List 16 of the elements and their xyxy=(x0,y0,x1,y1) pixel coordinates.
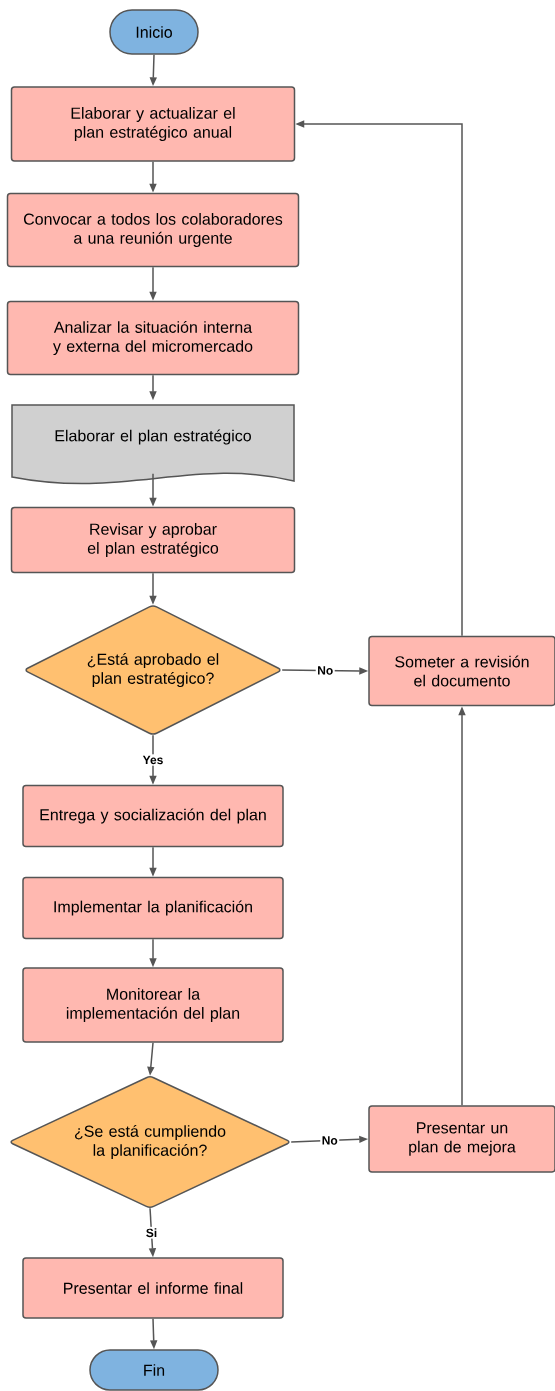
process-box: Presentar el informe final xyxy=(22,1257,284,1319)
terminal-pill: Fin xyxy=(89,1349,219,1391)
process-box: Presentar un plan de mejora xyxy=(368,1105,555,1173)
process-box: Revisar y aprobar el plan estratégico xyxy=(10,506,296,574)
edge-label: Yes xyxy=(141,754,165,766)
terminal-pill: Inicio xyxy=(109,9,199,55)
process-box: Convocar a todos los colaboradores a una reunión urgente xyxy=(6,192,300,268)
process-box: Implementar la planificación xyxy=(22,876,284,940)
process-box: Entrega y socialización del plan xyxy=(22,784,284,848)
edge-label: No xyxy=(320,1134,340,1147)
edge-label: No xyxy=(315,664,335,677)
process-box: Elaborar y actualizar el plan estratégico anual xyxy=(10,86,296,162)
process-box: Monitorear la implementación del plan xyxy=(22,967,284,1043)
edge-label: Si xyxy=(144,1226,159,1239)
process-box: Analizar la situación interna y externa del micromercado xyxy=(6,300,300,376)
process-box: Someter a revisión el documento xyxy=(368,635,555,707)
